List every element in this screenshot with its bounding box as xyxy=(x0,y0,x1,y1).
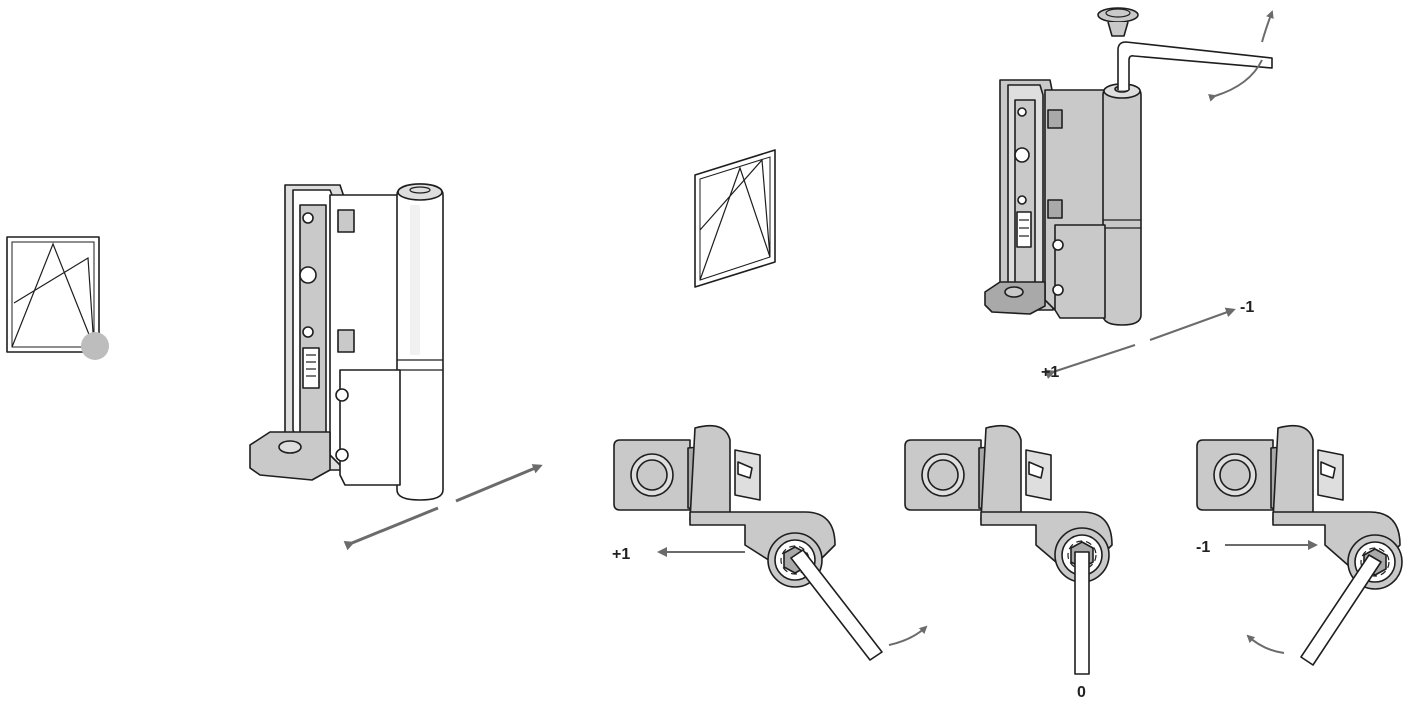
label-bottom-minus: -1 xyxy=(1196,539,1210,556)
label-top-minus: -1 xyxy=(1240,299,1254,316)
adjustment-view-zero xyxy=(904,424,1113,675)
hinge-assembly-large xyxy=(249,183,444,501)
label-bottom-plus: +1 xyxy=(612,546,630,563)
label-bottom-zero: 0 xyxy=(1077,684,1086,701)
label-top-plus: +1 xyxy=(1041,364,1059,381)
window-symbol-medium xyxy=(694,149,776,288)
window-symbol-small xyxy=(6,236,100,353)
hinge-position-marker xyxy=(81,332,109,360)
adjustment-view-minus xyxy=(1196,424,1403,666)
adjustment-view-plus xyxy=(613,424,883,661)
hinge-assembly-top-right xyxy=(984,7,1273,326)
